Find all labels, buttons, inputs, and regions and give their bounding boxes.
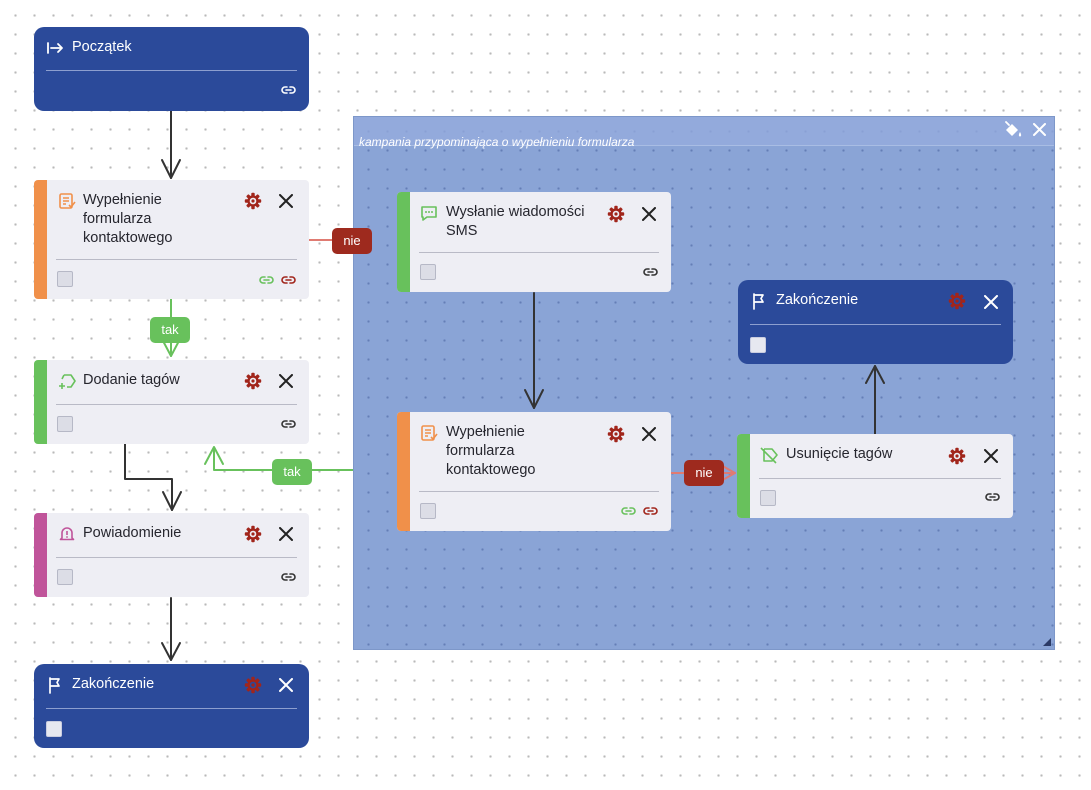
- edge-label-form-yes[interactable]: tak: [150, 317, 190, 343]
- close-icon[interactable]: [984, 295, 998, 309]
- arrowhead-sms-to-group-form: [524, 389, 544, 409]
- divider: [46, 708, 297, 709]
- link-icon[interactable]: [985, 492, 1000, 502]
- sms-node[interactable]: Wysłanie wiadomości SMS: [397, 192, 671, 292]
- tag-plus-icon: [59, 374, 76, 389]
- arrowhead-tags-to-notification: [162, 491, 182, 511]
- gear-icon[interactable]: [607, 425, 625, 443]
- node-checkbox[interactable]: [760, 490, 776, 506]
- form-fill-node[interactable]: Wypełnienie formularza kontaktowego: [34, 180, 309, 299]
- link-icon[interactable]: [281, 572, 296, 582]
- gear-icon[interactable]: [244, 192, 262, 210]
- tag-off-icon: [760, 447, 778, 464]
- group-close-icon[interactable]: [1033, 123, 1046, 136]
- close-icon[interactable]: [279, 194, 293, 208]
- arrowhead-group-form-to-tags: [204, 446, 224, 465]
- close-icon[interactable]: [984, 449, 998, 463]
- node-checkbox[interactable]: [57, 416, 73, 432]
- close-icon[interactable]: [279, 527, 293, 541]
- link-icon[interactable]: [643, 267, 658, 277]
- gear-icon[interactable]: [948, 292, 966, 310]
- notification-node[interactable]: Powiadomienie: [34, 513, 309, 597]
- node-accent-strip: [34, 513, 47, 597]
- node-title: Wypełnienie formularza kontaktowego: [446, 424, 536, 478]
- node-title: Dodanie tagów: [83, 372, 180, 388]
- node-checkbox[interactable]: [46, 721, 62, 737]
- resize-handle-icon[interactable]: [1043, 638, 1051, 646]
- node-title: Powiadomienie: [83, 525, 182, 541]
- flag-icon: [753, 293, 764, 310]
- edge-label-group-form-no[interactable]: nie: [684, 460, 724, 486]
- gear-icon[interactable]: [607, 205, 625, 223]
- group-header[interactable]: kampania przypominająca o wypełnieniu fo…: [354, 117, 1054, 149]
- divider: [56, 259, 297, 260]
- arrow-right-to-line-icon: [47, 42, 63, 54]
- link-yes-icon[interactable]: [259, 275, 274, 285]
- link-no-icon[interactable]: [281, 275, 296, 285]
- gear-icon[interactable]: [244, 525, 262, 543]
- divider: [759, 478, 1001, 479]
- arrowhead-form-to-tags: [161, 338, 181, 357]
- gear-icon[interactable]: [948, 447, 966, 465]
- link-no-icon[interactable]: [643, 506, 658, 516]
- link-icon[interactable]: [281, 85, 296, 95]
- group-form-fill-node[interactable]: Wypełnienie formularza kontaktowego: [397, 412, 671, 531]
- node-title: Zakończenie: [776, 292, 859, 308]
- start-node[interactable]: Początek: [34, 27, 309, 111]
- arrowhead-notification-to-end: [161, 642, 181, 661]
- arrowhead-group-form-to-remove-tags: [718, 463, 736, 483]
- edge-label-group-form-yes[interactable]: tak: [272, 459, 312, 485]
- edge-label-form-no[interactable]: nie: [332, 228, 372, 254]
- remove-tags-node[interactable]: Usunięcie tagów: [737, 434, 1013, 518]
- close-icon[interactable]: [279, 374, 293, 388]
- gear-icon[interactable]: [244, 372, 262, 390]
- node-title: Wypełnienie formularza kontaktowego: [83, 192, 173, 246]
- node-title: Początek: [72, 39, 132, 55]
- node-accent-strip: [397, 412, 410, 531]
- edge-group-form-to-tags: [213, 447, 397, 471]
- divider: [419, 491, 659, 492]
- node-checkbox[interactable]: [750, 337, 766, 353]
- node-title: Usunięcie tagów: [786, 446, 893, 462]
- node-accent-strip: [737, 434, 750, 518]
- flag-icon: [49, 677, 60, 694]
- end-node[interactable]: Zakończenie: [34, 664, 309, 748]
- arrowhead-remove-tags-to-group-end: [865, 365, 885, 384]
- edge-tags-to-notification: [124, 443, 173, 511]
- gear-icon[interactable]: [244, 676, 262, 694]
- node-checkbox[interactable]: [420, 264, 436, 280]
- add-tags-node[interactable]: Dodanie tagów: [34, 360, 309, 444]
- bell-alert-icon: [59, 527, 75, 541]
- paint-bucket-icon[interactable]: [1003, 121, 1023, 139]
- node-checkbox[interactable]: [57, 569, 73, 585]
- close-icon[interactable]: [279, 678, 293, 692]
- close-icon[interactable]: [642, 207, 656, 221]
- node-accent-strip: [34, 180, 47, 299]
- link-yes-icon[interactable]: [621, 506, 636, 516]
- node-checkbox[interactable]: [57, 271, 73, 287]
- node-checkbox[interactable]: [420, 503, 436, 519]
- close-icon[interactable]: [642, 427, 656, 441]
- divider: [419, 252, 659, 253]
- divider: [56, 404, 297, 405]
- node-title: Wysłanie wiadomości SMS: [446, 204, 585, 239]
- message-icon: [421, 206, 437, 221]
- form-icon: [59, 193, 76, 209]
- group-end-node[interactable]: Zakończenie: [738, 280, 1013, 364]
- divider: [750, 324, 1001, 325]
- form-icon: [421, 425, 438, 441]
- node-accent-strip: [397, 192, 410, 292]
- group-title: kampania przypominająca o wypełnieniu fo…: [359, 135, 635, 149]
- divider: [46, 70, 297, 71]
- node-accent-strip: [34, 360, 47, 444]
- arrowhead-start-to-form: [161, 159, 181, 179]
- node-title: Zakończenie: [72, 676, 155, 692]
- divider: [56, 557, 297, 558]
- link-icon[interactable]: [281, 419, 296, 429]
- campaign-group[interactable]: kampania przypominająca o wypełnieniu fo…: [353, 116, 1055, 650]
